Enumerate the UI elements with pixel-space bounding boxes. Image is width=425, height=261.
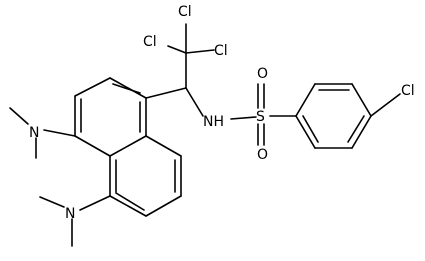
label-cl-top: Cl bbox=[178, 4, 192, 20]
label-cl-left: Cl bbox=[143, 34, 157, 50]
label-o-bottom: O bbox=[257, 147, 268, 163]
bond-ring-a2 bbox=[74, 77, 111, 97]
bond-nh-s bbox=[230, 116, 257, 120]
bond-ring-b4 bbox=[109, 195, 147, 217]
bond-ccl3-cl-right bbox=[185, 49, 215, 54]
label-cl-ring: Cl bbox=[401, 83, 415, 99]
bond-ring-b3 bbox=[145, 195, 182, 217]
label-n-lower: N bbox=[65, 206, 75, 222]
bond-ring-n-lower bbox=[79, 195, 111, 211]
label-cl-right: Cl bbox=[214, 43, 228, 59]
bond-ring-fused bbox=[109, 135, 147, 157]
bond-ph-4-double bbox=[347, 115, 365, 143]
bond-lines bbox=[9, 23, 401, 247]
bond-ring-b4-double bbox=[115, 192, 145, 211]
bond-ring-n-upper bbox=[43, 129, 76, 137]
label-s: S bbox=[256, 109, 265, 125]
bond-ph-6 bbox=[295, 115, 316, 149]
bond-ph-3 bbox=[351, 83, 372, 117]
bond-ph-cl bbox=[370, 93, 401, 117]
bond-ph-4 bbox=[351, 115, 372, 149]
label-n-upper: N bbox=[29, 125, 39, 141]
bond-n-lower-me1 bbox=[39, 196, 65, 208]
bond-ring-a4 bbox=[74, 135, 111, 157]
bond-ring-a1-double bbox=[112, 83, 141, 94]
bond-ph-6-double bbox=[302, 115, 319, 143]
bond-ph-1 bbox=[295, 83, 316, 117]
label-o-top: O bbox=[257, 66, 268, 82]
bond-ch-naphthalene bbox=[145, 87, 187, 99]
bond-ccl3-cl-left bbox=[167, 45, 187, 54]
bond-n-upper-me1 bbox=[9, 107, 29, 125]
bond-ch-nh bbox=[185, 87, 204, 117]
bond-ring-b1 bbox=[145, 135, 182, 157]
atom-labels: Cl Cl Cl NH S O O Cl N N bbox=[29, 4, 415, 222]
label-nh: NH bbox=[203, 114, 224, 130]
bond-ring-a1 bbox=[109, 77, 147, 99]
